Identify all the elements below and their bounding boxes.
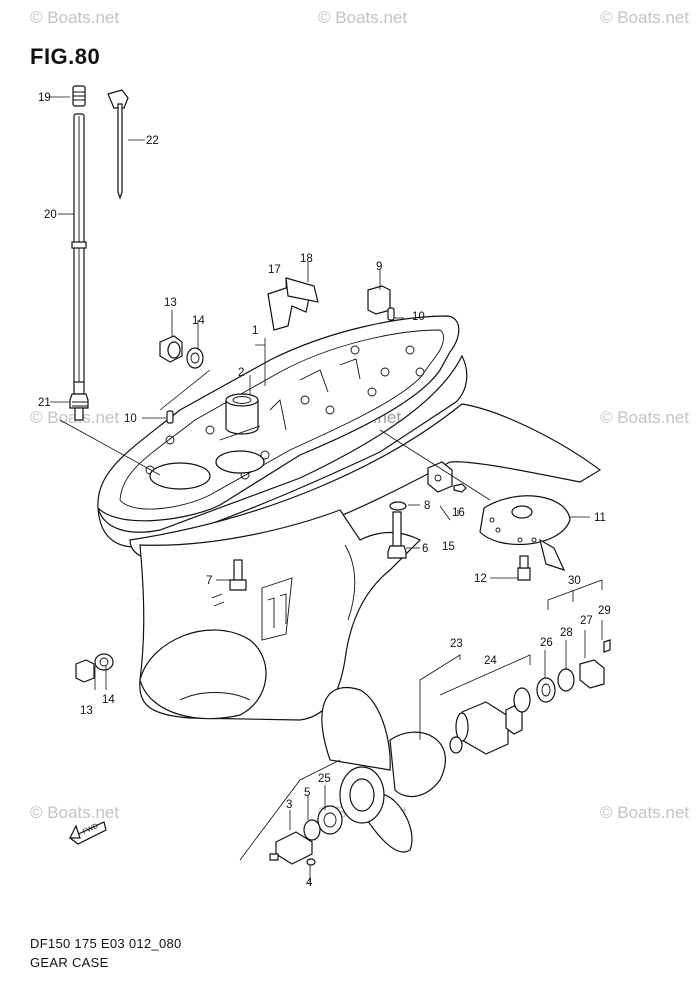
footer-model-code: DF150 175 E03 012_080	[30, 936, 182, 951]
drain-plug-upper[interactable]	[159, 335, 204, 369]
callout-3: 3	[286, 799, 292, 811]
watermark-low-left: © Boats.net	[30, 803, 120, 822]
watermark-top-left: © Boats.net	[30, 8, 120, 27]
callout-21: 21	[38, 397, 51, 409]
cable-tie[interactable]	[107, 89, 129, 200]
callout-8: 8	[424, 500, 430, 512]
watermark-top-center: © Boats.net	[318, 8, 408, 27]
callout-13-upper: 13	[164, 297, 177, 309]
dowel-pin-a[interactable]	[387, 307, 395, 321]
callout-23: 23	[450, 638, 463, 650]
callout-18: 18	[300, 253, 313, 265]
callout-22: 22	[146, 135, 159, 147]
callout-27: 27	[580, 615, 593, 627]
callout-6: 6	[422, 543, 428, 555]
dowel-pin-b[interactable]	[166, 410, 174, 424]
anode-bolt[interactable]	[517, 555, 531, 581]
bolt-short[interactable]	[229, 559, 247, 591]
gear-case-housing[interactable]	[97, 315, 602, 721]
watermark-top-right: © Boats.net	[600, 8, 690, 27]
callout-15: 15	[442, 541, 455, 553]
callout-11: 11	[594, 512, 606, 524]
callout-13-lower: 13	[80, 705, 93, 717]
footer-section-name: GEAR CASE	[30, 955, 109, 970]
callout-2: 2	[238, 367, 244, 379]
callout-24: 24	[484, 655, 497, 667]
callout-10-left: 10	[124, 413, 137, 425]
figure-title: FIG.80	[30, 44, 101, 69]
driveshaft-rod[interactable]	[69, 85, 89, 421]
callout-1: 1	[252, 325, 258, 337]
watermark-low-right: © Boats.net	[600, 803, 690, 822]
callout-26: 26	[540, 637, 553, 649]
bracket-block[interactable]	[427, 461, 467, 493]
forward-direction-arrow	[68, 821, 107, 845]
propeller[interactable]	[321, 686, 446, 853]
callout-4: 4	[306, 877, 313, 889]
bolt-long[interactable]	[387, 501, 407, 559]
callout-5: 5	[304, 787, 310, 799]
thrust-washer-set[interactable]	[269, 805, 343, 866]
callout-30: 30	[568, 575, 581, 587]
drain-plug-lower[interactable]	[75, 653, 114, 683]
callout-10-right: 10	[412, 311, 425, 323]
callout-16: 16	[452, 507, 465, 519]
callout-14-lower: 14	[102, 694, 115, 706]
callout-7: 7	[206, 575, 212, 587]
callout-14-upper: 14	[192, 315, 205, 327]
callout-29: 29	[598, 605, 611, 617]
watermark-mid-right: © Boats.net	[600, 408, 690, 427]
callout-20: 20	[44, 209, 57, 221]
leader-lines	[50, 96, 603, 885]
callout-25: 25	[318, 773, 331, 785]
callout-17: 17	[268, 264, 281, 276]
propeller-shaft-assembly[interactable]	[449, 639, 611, 755]
cover-plate[interactable]	[267, 277, 319, 331]
callout-19: 19	[38, 92, 51, 104]
rubber-seal[interactable]	[367, 285, 391, 315]
callout-12: 12	[474, 573, 487, 585]
callout-labels: 19 22 20 21 17 18 9 13 14 10 1 2 10 8 16…	[38, 92, 611, 889]
trim-tab-anode[interactable]	[479, 495, 571, 572]
callout-9: 9	[376, 261, 382, 273]
callout-28: 28	[560, 627, 573, 639]
